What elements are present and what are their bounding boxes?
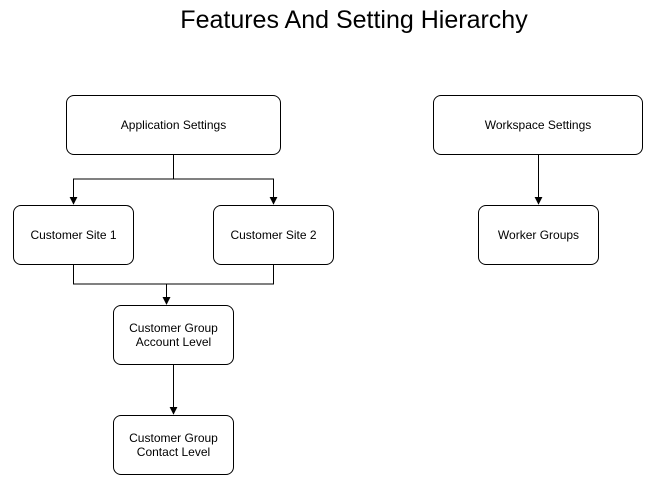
diagram-title: Features And Setting Hierarchy (180, 6, 528, 34)
node-worker-groups: Worker Groups (478, 205, 599, 265)
edge-site1-to-account (73, 265, 171, 305)
node-label-line-1: Customer Group (129, 431, 218, 445)
node-customer-site-1: Customer Site 1 (13, 205, 134, 265)
edge-app-to-site2 (173, 178, 278, 205)
node-label: Customer Site 2 (230, 228, 317, 242)
edge-site2-to-account (162, 265, 274, 305)
node-label-line-2: Contact Level (136, 445, 211, 459)
node-label: Worker Groups (497, 228, 580, 242)
node-application-settings: Application Settings (66, 95, 281, 155)
node-customer-group-contact-level: Customer Group Contact Level (113, 415, 234, 475)
node-label: Workspace Settings (484, 118, 592, 132)
node-label: Application Settings (120, 118, 227, 132)
node-customer-group-account-level: Customer Group Account Level (113, 305, 234, 365)
node-label: Customer Site 1 (30, 228, 117, 242)
node-label-line-2: Account Level (135, 335, 212, 349)
edge-app-to-site1 (69, 155, 174, 205)
node-label-line-1: Customer Group (129, 321, 218, 335)
node-workspace-settings: Workspace Settings (433, 95, 643, 155)
node-customer-site-2: Customer Site 2 (213, 205, 334, 265)
